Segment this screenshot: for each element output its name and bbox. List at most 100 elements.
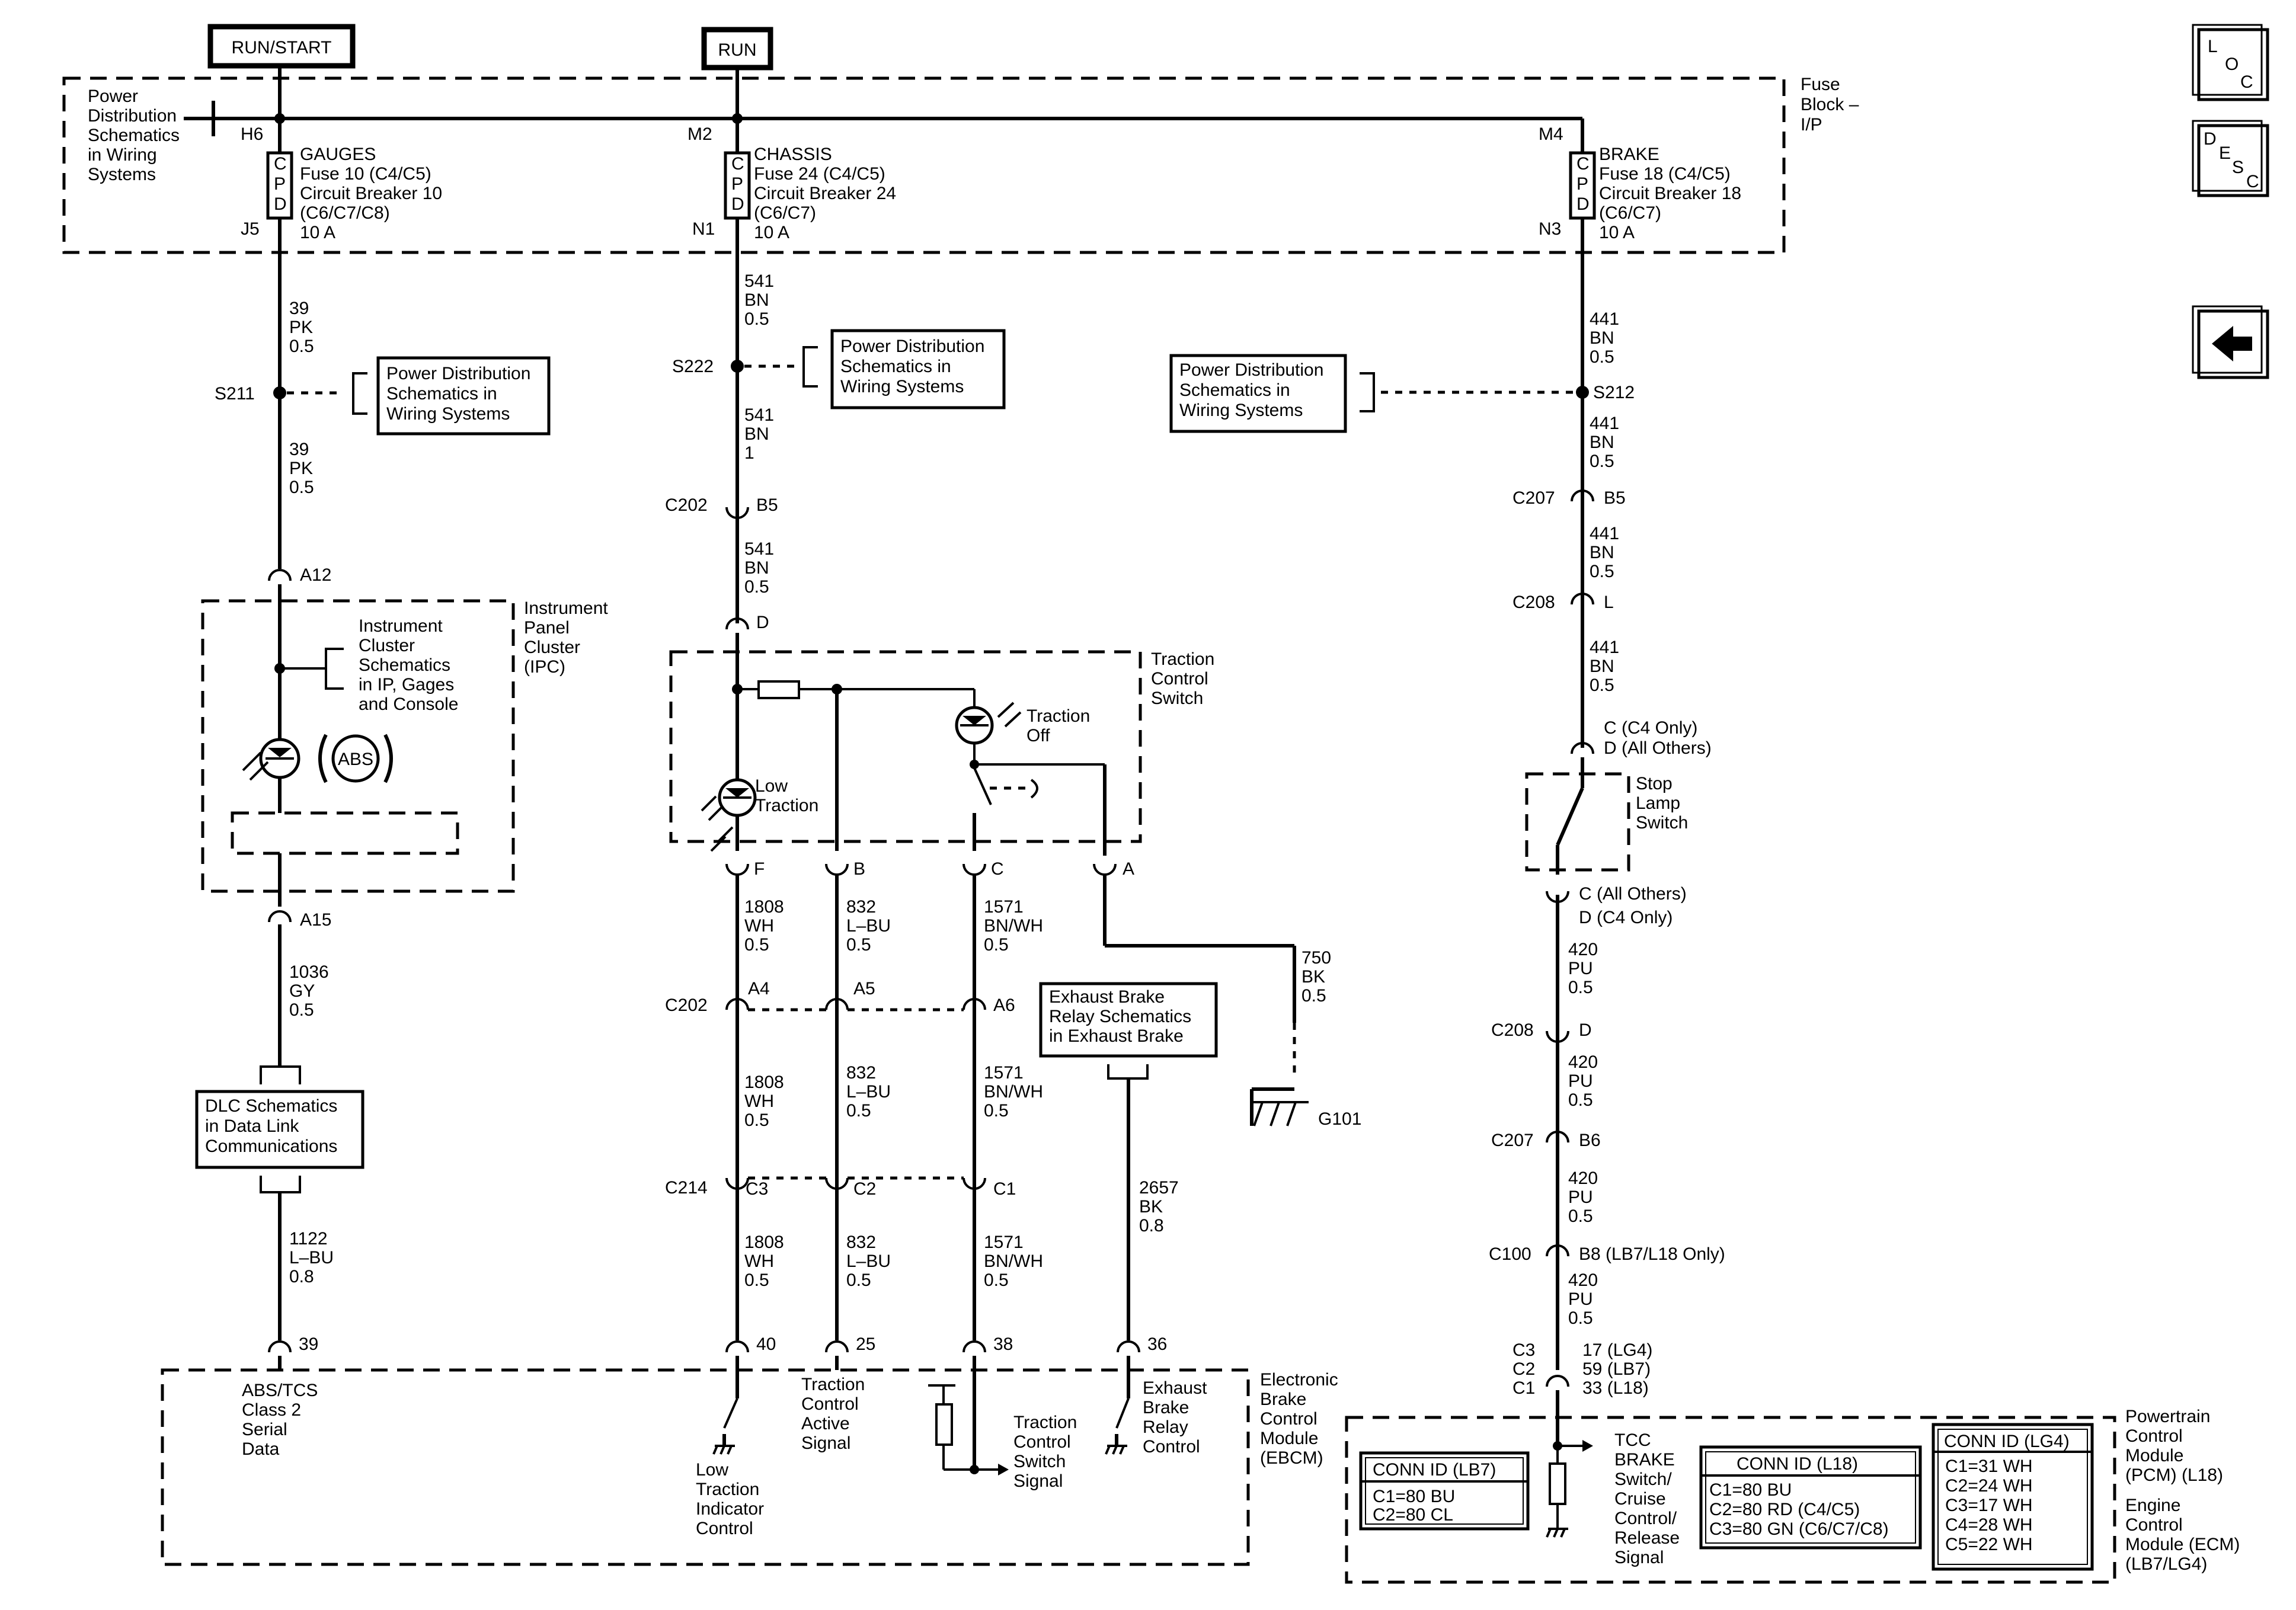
svg-text:420: 420 bbox=[1568, 940, 1598, 959]
conn-a5: A5 bbox=[853, 979, 875, 998]
svg-text:Fuse 10 (C4/C5): Fuse 10 (C4/C5) bbox=[300, 164, 431, 184]
svg-text:0.5: 0.5 bbox=[744, 1270, 769, 1290]
svg-text:Exhaust: Exhaust bbox=[1143, 1378, 1207, 1398]
conn-a6: A6 bbox=[993, 996, 1015, 1015]
traction-off-label: Traction Off bbox=[1027, 706, 1090, 745]
traction-off-lamp-icon bbox=[955, 702, 1022, 745]
svg-text:S: S bbox=[2232, 158, 2244, 177]
wire-1808-c: 1808 WH 0.5 bbox=[744, 1233, 784, 1290]
svg-text:441: 441 bbox=[1590, 638, 1619, 657]
conn-stop-bot-1: C (All Others) bbox=[1579, 884, 1687, 904]
svg-text:541: 541 bbox=[744, 271, 774, 291]
svg-text:C4=28 WH: C4=28 WH bbox=[1945, 1515, 2033, 1535]
svg-text:C: C bbox=[1576, 154, 1590, 174]
svg-text:0.5: 0.5 bbox=[744, 935, 769, 955]
conn-c208-bot: C208 bbox=[1491, 1020, 1534, 1040]
svg-text:P: P bbox=[1576, 174, 1588, 194]
wire-1036: 1036 GY 0.5 bbox=[289, 962, 329, 1020]
svg-text:CONN ID (LG4): CONN ID (LG4) bbox=[1944, 1432, 2070, 1451]
svg-text:L–BU: L–BU bbox=[846, 1082, 891, 1102]
svg-text:Circuit Breaker 24: Circuit Breaker 24 bbox=[754, 184, 896, 203]
wire-2657: 2657 BK 0.8 bbox=[1139, 1178, 1179, 1235]
svg-text:in Data Link: in Data Link bbox=[205, 1116, 299, 1136]
ref-exhaust-brake: Exhaust Brake Relay Schematics in Exhaus… bbox=[1039, 982, 1218, 1058]
svg-text:0.5: 0.5 bbox=[1590, 676, 1614, 695]
svg-text:ABS: ABS bbox=[338, 750, 373, 769]
conn-a15: A15 bbox=[300, 910, 331, 930]
wire-832-c: 832 L–BU 0.5 bbox=[846, 1233, 891, 1290]
svg-text:750: 750 bbox=[1302, 948, 1331, 968]
svg-text:PU: PU bbox=[1568, 1289, 1593, 1309]
tcs-label: Traction Control Switch bbox=[1151, 649, 1214, 708]
sig-tc-active: Traction Control Active Signal bbox=[801, 1375, 865, 1453]
svg-text:Engine: Engine bbox=[2125, 1496, 2180, 1515]
svg-text:Relay Schematics: Relay Schematics bbox=[1049, 1007, 1191, 1026]
svg-text:Electronic: Electronic bbox=[1260, 1370, 1338, 1390]
svg-text:420: 420 bbox=[1568, 1052, 1598, 1072]
svg-text:H6: H6 bbox=[241, 124, 263, 144]
svg-text:BN: BN bbox=[1590, 543, 1614, 562]
svg-text:Schematics: Schematics bbox=[359, 655, 450, 675]
svg-text:E: E bbox=[2219, 143, 2231, 163]
svg-text:Brake: Brake bbox=[1143, 1398, 1189, 1417]
svg-text:Switch: Switch bbox=[1013, 1452, 1066, 1471]
svg-text:Off: Off bbox=[1027, 726, 1050, 745]
svg-text:PU: PU bbox=[1568, 1188, 1593, 1207]
svg-text:(PCM) (L18): (PCM) (L18) bbox=[2125, 1465, 2223, 1485]
svg-text:0.5: 0.5 bbox=[984, 1101, 1009, 1121]
conn-c1-c214: C1 bbox=[993, 1179, 1016, 1199]
svg-text:1036: 1036 bbox=[289, 962, 329, 982]
wire-39-pk-b: 39 PK 0.5 bbox=[289, 440, 314, 497]
svg-text:832: 832 bbox=[846, 897, 876, 917]
conn-b5-left: B5 bbox=[756, 495, 778, 515]
low-traction-label: Low Traction bbox=[755, 776, 818, 815]
conn-c202-mid: C202 bbox=[665, 996, 708, 1015]
low-traction-lamp-icon bbox=[701, 778, 757, 821]
ref-pds-s211: Power Distribution Schematics in Wiring … bbox=[376, 356, 551, 436]
ebcm-box bbox=[161, 1368, 1250, 1566]
svg-text:C1=80 BU: C1=80 BU bbox=[1709, 1480, 1792, 1500]
svg-text:Instrument: Instrument bbox=[359, 616, 443, 636]
conn-b: B bbox=[853, 859, 865, 879]
svg-text:C1=31 WH: C1=31 WH bbox=[1945, 1457, 2033, 1476]
svg-text:C: C bbox=[731, 154, 744, 174]
svg-text:Powertrain: Powertrain bbox=[2125, 1407, 2210, 1426]
svg-text:C3=80 GN (C6/C7/C8): C3=80 GN (C6/C7/C8) bbox=[1709, 1519, 1889, 1539]
svg-text:D: D bbox=[274, 194, 287, 214]
wire-39-pk-a: 39 PK 0.5 bbox=[289, 299, 314, 356]
loc-button[interactable]: L O C bbox=[2192, 24, 2269, 101]
svg-text:L: L bbox=[2208, 37, 2218, 56]
svg-text:Serial: Serial bbox=[242, 1420, 287, 1439]
svg-text:CONN ID (L18): CONN ID (L18) bbox=[1737, 1454, 1858, 1474]
sig-exhaust: Exhaust Brake Relay Control bbox=[1143, 1378, 1207, 1457]
wire-441-c: 441 BN 0.5 bbox=[1590, 524, 1619, 581]
svg-text:L–BU: L–BU bbox=[289, 1248, 334, 1267]
desc-button[interactable]: D E S C bbox=[2192, 120, 2269, 197]
left-arrow-icon[interactable] bbox=[2192, 305, 2269, 379]
svg-text:D: D bbox=[1576, 194, 1590, 214]
svg-text:BN/WH: BN/WH bbox=[984, 1251, 1043, 1271]
svg-text:N1: N1 bbox=[692, 219, 715, 239]
conn-pcm-c2: C2 bbox=[1512, 1359, 1535, 1379]
conn-d-top: D bbox=[756, 613, 769, 632]
svg-text:0.8: 0.8 bbox=[1139, 1216, 1164, 1235]
svg-text:0.5: 0.5 bbox=[1568, 1206, 1593, 1226]
svg-text:Cruise: Cruise bbox=[1614, 1489, 1666, 1509]
conn-id-lb7: CONN ID (LB7) C1=80 BU C2=80 CL bbox=[1359, 1451, 1530, 1531]
run-label: RUN bbox=[701, 27, 773, 71]
svg-text:C1=80 BU: C1=80 BU bbox=[1373, 1487, 1455, 1506]
svg-text:832: 832 bbox=[846, 1063, 876, 1083]
svg-text:Block –: Block – bbox=[1801, 95, 1859, 114]
svg-text:BK: BK bbox=[1139, 1197, 1163, 1217]
pin-40: 40 bbox=[756, 1334, 776, 1354]
svg-text:832: 832 bbox=[846, 1233, 876, 1252]
fuse-block-label: Fuse Block – I/P bbox=[1801, 75, 1859, 135]
wire-1571-a: 1571 BN/WH 0.5 bbox=[984, 897, 1043, 955]
svg-text:BRAKE: BRAKE bbox=[1599, 145, 1659, 164]
conn-pcm-c1: C1 bbox=[1512, 1378, 1535, 1398]
conn-stop-top-2: D (All Others) bbox=[1604, 738, 1712, 758]
svg-text:0.5: 0.5 bbox=[744, 309, 769, 329]
svg-text:in IP, Gages: in IP, Gages bbox=[359, 675, 454, 694]
pin-39-ebcm: 39 bbox=[299, 1334, 318, 1354]
